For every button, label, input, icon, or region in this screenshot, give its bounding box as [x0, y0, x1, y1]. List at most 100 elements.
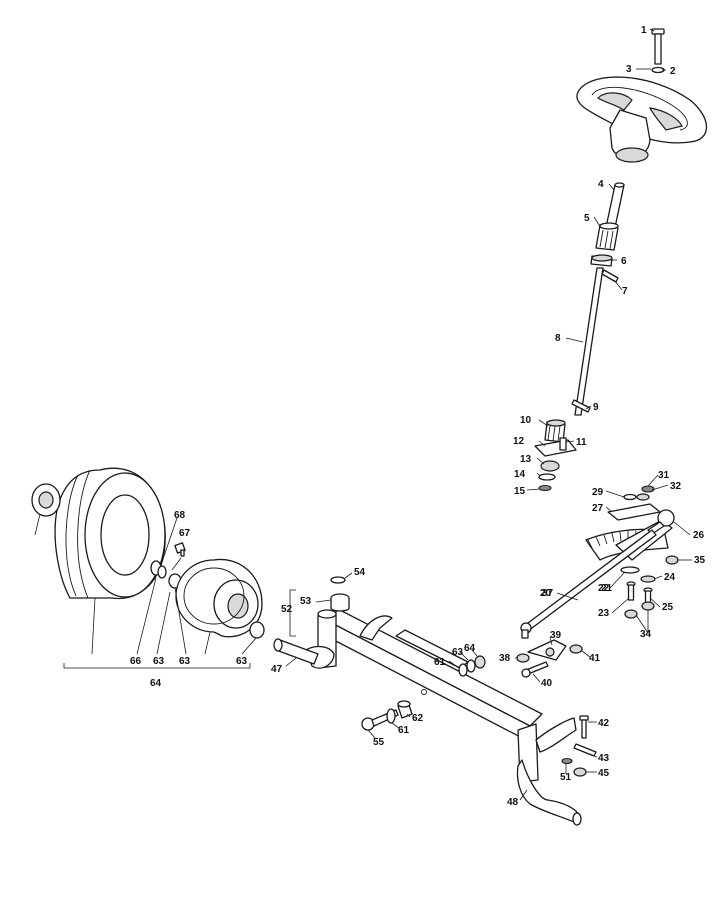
- part-label: 37: [542, 588, 554, 599]
- hub-nut-68: [31, 483, 61, 517]
- pinion-gear: [544, 419, 566, 443]
- right-spindle: [516, 717, 582, 826]
- nut-32-right: [665, 555, 679, 565]
- part-label: 8: [555, 333, 561, 344]
- part-label: 11: [576, 437, 587, 448]
- part-label: 29: [592, 487, 604, 498]
- part-label: 63: [452, 647, 464, 658]
- part-label: 66: [130, 656, 142, 667]
- steering-pin-lower: [571, 399, 591, 413]
- left-spindle: [273, 609, 337, 669]
- part-label: 62: [412, 713, 424, 724]
- steering-collar: [590, 254, 613, 267]
- part-label: 13: [520, 454, 532, 465]
- part-label: 64: [464, 643, 476, 654]
- spacer-20: [620, 566, 640, 574]
- bearing-61-right: [249, 621, 265, 639]
- sector-washer: [623, 493, 637, 501]
- part-label: 34: [640, 629, 652, 640]
- part-label: 40: [541, 678, 553, 689]
- part-label: 22: [598, 583, 610, 594]
- part-labels: 1 2 3 4 5 6 7 8 9 10 12 11 13 14 15 31 2…: [130, 25, 706, 808]
- nut-40: [573, 767, 587, 777]
- part-label: 35: [694, 555, 706, 566]
- part-label: 14: [514, 469, 526, 480]
- part-label: 12: [513, 436, 525, 447]
- steering-bush: [595, 222, 619, 251]
- leader-lines: [34, 28, 692, 801]
- washer-54: [466, 659, 476, 673]
- part-label: 43: [598, 753, 610, 764]
- nut-32-left: [516, 653, 530, 663]
- steering-wheel: [576, 76, 707, 163]
- steering-shaft: [574, 267, 604, 416]
- stud-21: [626, 581, 636, 601]
- part-label: 23: [598, 608, 610, 619]
- washer-63: [157, 565, 167, 579]
- washer-52-upper: [458, 663, 468, 677]
- nut-29-b: [641, 601, 655, 611]
- part-label: 45: [598, 768, 610, 779]
- part-label: 21: [601, 583, 613, 594]
- part-label: 52: [281, 604, 293, 615]
- rim: [175, 558, 263, 638]
- part-label: 42: [598, 718, 610, 729]
- part-label: 68: [174, 510, 186, 521]
- part-label: 4: [598, 179, 604, 190]
- steering-arm: [527, 639, 567, 661]
- part-label: 5: [584, 213, 590, 224]
- sector-nut: [641, 485, 655, 493]
- sector-washer-b: [636, 493, 650, 501]
- steering-pin-upper: [601, 269, 619, 283]
- part-label: 3: [626, 64, 632, 75]
- sector-plate: [607, 503, 661, 521]
- bolt-35: [521, 661, 549, 678]
- part-label: 55: [373, 737, 385, 748]
- tyre: [54, 467, 166, 600]
- part-label: 63: [153, 656, 165, 667]
- nut-55: [474, 655, 486, 669]
- nut-29-a: [624, 609, 638, 619]
- part-label: 15: [514, 486, 526, 497]
- part-label: 10: [520, 415, 532, 426]
- part-label: 63: [236, 656, 248, 667]
- part-label: 63: [179, 656, 191, 667]
- part-label: 67: [179, 528, 191, 539]
- axle-pivot-bracket: [359, 615, 393, 641]
- part-label: 7: [622, 286, 628, 297]
- bolt-38: [579, 715, 589, 739]
- part-label: 32: [670, 481, 682, 492]
- part-label: 61: [434, 657, 446, 668]
- pin-39: [573, 743, 597, 757]
- valve-66: [174, 542, 186, 557]
- part-label: 54: [354, 567, 366, 578]
- circlip: [538, 484, 552, 492]
- washer-43: [561, 757, 573, 765]
- support-plate: [534, 437, 577, 457]
- part-label: 26: [693, 530, 705, 541]
- part-label: 51: [560, 772, 572, 783]
- part-label: 47: [271, 664, 283, 675]
- bush-53: [397, 700, 413, 719]
- part-label: 1: [641, 25, 647, 36]
- part-label: 24: [664, 572, 676, 583]
- bearing: [540, 460, 560, 472]
- part-label: 27: [592, 503, 604, 514]
- washer-52-lower: [386, 708, 396, 724]
- tie-rod: [520, 529, 657, 639]
- part-label: 39: [550, 630, 562, 641]
- washer-48: [330, 576, 346, 584]
- part-label: 48: [507, 797, 519, 808]
- part-label: 6: [621, 256, 627, 267]
- washer: [538, 473, 556, 481]
- bush-47: [330, 593, 350, 612]
- part-label: 64: [150, 678, 162, 689]
- steering-bolt: [651, 28, 665, 65]
- part-label: 25: [662, 602, 674, 613]
- part-label: 38: [499, 653, 511, 664]
- part-label: 2: [670, 66, 676, 77]
- front-axle-beam: [321, 607, 543, 743]
- part-label: 20: [540, 588, 552, 599]
- part-label: 31: [658, 470, 670, 481]
